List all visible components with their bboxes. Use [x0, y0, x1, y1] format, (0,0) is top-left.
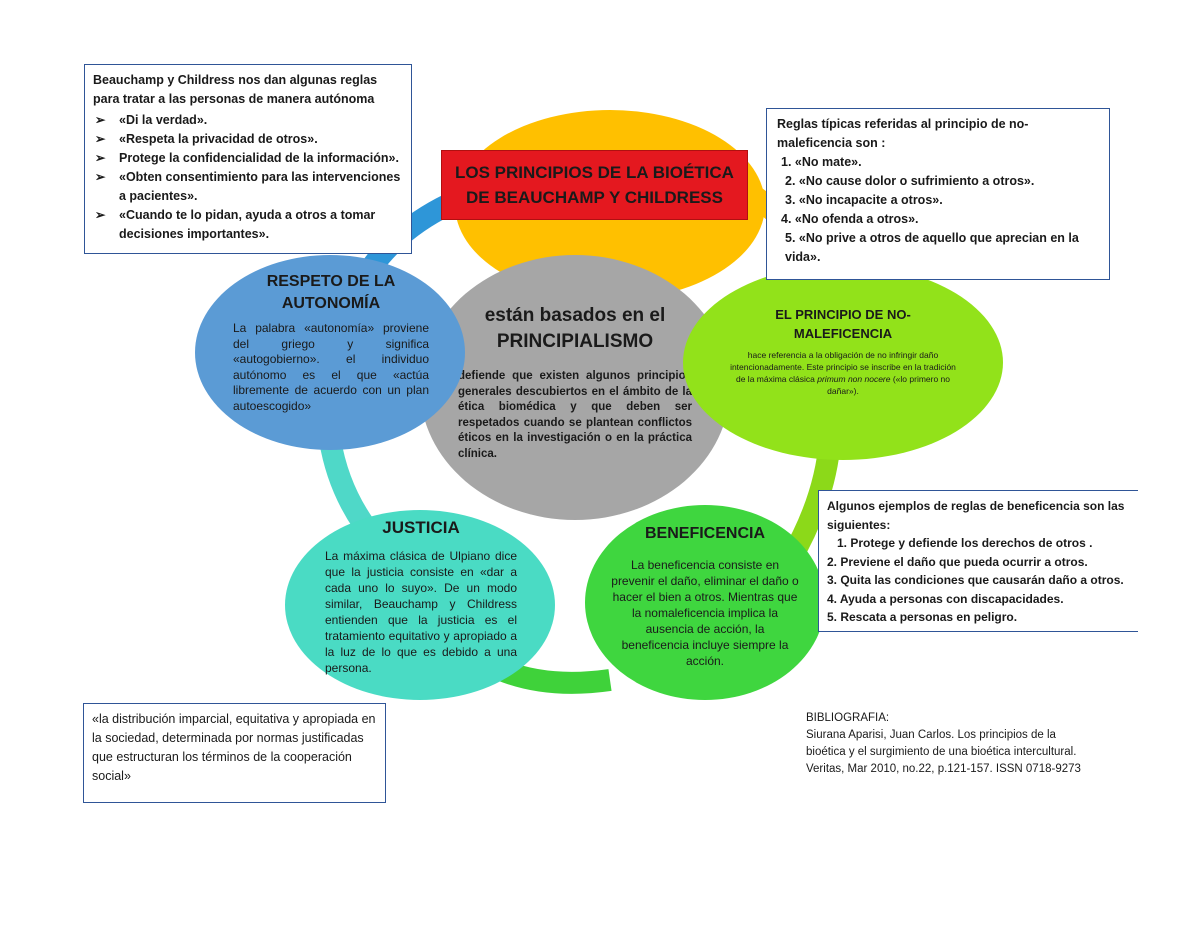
no-maleficencia-body-italic: primum non nocere	[817, 374, 891, 384]
list-item: 2. Previene el daño que pueda ocurrir a …	[827, 554, 1088, 569]
no-maleficencia-rules-box: Reglas típicas referidas al principio de…	[766, 108, 1110, 280]
no-maleficencia-body: hace referencia a la obligación de no in…	[727, 349, 959, 397]
autonomia-body: La palabra «autonomía» proviene del grie…	[233, 321, 429, 413]
list-item: 2. «No cause dolor o sufrimiento a otros…	[785, 174, 1035, 188]
list-item: 5. Rescata a personas en peligro.	[827, 610, 1018, 624]
list-item: ➢«Respeta la privacidad de otros».	[93, 130, 403, 149]
bibliography: BIBLIOGRAFIA: Siurana Aparisi, Juan Carl…	[806, 710, 1096, 778]
no-maleficencia-heading-2: MALEFICENCIA	[793, 326, 893, 341]
bullet-arrow-icon: ➢	[95, 170, 106, 184]
beneficencia-body: La beneficencia consiste en prevenir el …	[611, 558, 799, 668]
bullet-arrow-icon: ➢	[95, 113, 106, 127]
bibliography-heading: BIBLIOGRAFIA:	[806, 712, 890, 724]
no-maleficencia-ellipse: EL PRINCIPIO DE NO- MALEFICENCIA hace re…	[683, 265, 1003, 460]
list-item: 1. «No mate».	[781, 155, 862, 169]
autonomia-rules-box: Beauchamp y Childress nos dan algunas re…	[84, 64, 412, 254]
center-circle: están basados en el PRINCIPIALISMO defie…	[420, 255, 730, 520]
justicia-quote-box: «la distribución imparcial, equitativa y…	[83, 703, 386, 803]
list-item: 1. Protege y defiende los derechos de ot…	[837, 536, 1093, 550]
bullet-arrow-icon: ➢	[95, 208, 106, 222]
list-item: 4. «No ofenda a otros».	[781, 212, 919, 226]
no-maleficencia-body-post: («lo primero no dañar»).	[827, 374, 951, 396]
list-item: ➢Protege la confidencialidad de la infor…	[93, 149, 403, 168]
title-line-1: LOS PRINCIPIOS DE LA BIOÉTICA	[455, 163, 734, 182]
autonomia-rules-intro: Beauchamp y Childress nos dan algunas re…	[93, 73, 378, 106]
list-item: ➢«Obten consentimiento para las interven…	[95, 170, 401, 203]
beneficencia-rules-intro: Algunos ejemplos de reglas de beneficenc…	[827, 499, 1125, 532]
list-item: 3. Quita las condiciones que causarán da…	[827, 573, 1124, 587]
autonomia-heading-2: AUTONOMÍA	[281, 295, 381, 312]
list-item: 3. «No incapacite a otros».	[785, 193, 943, 207]
title-line-2: DE BEAUCHAMP Y CHILDRESS	[466, 188, 723, 207]
beneficencia-ellipse: BENEFICENCIA La beneficencia consiste en…	[585, 505, 825, 700]
center-body: defiende que existen algunos principios …	[458, 370, 692, 460]
no-maleficencia-heading-1: EL PRINCIPIO DE NO-	[775, 307, 911, 322]
list-item: ➢«Cuando te lo pidan, ayuda a otros a to…	[95, 208, 376, 241]
justicia-body: La máxima clásica de Ulpiano dice que la…	[325, 549, 517, 675]
beneficencia-rules-box: Algunos ejemplos de reglas de beneficenc…	[818, 490, 1138, 632]
list-item: 5. «No prive a otros de aquello que apre…	[785, 231, 1079, 264]
center-heading-2: PRINCIPIALISMO	[496, 331, 654, 352]
bullet-arrow-icon: ➢	[95, 151, 106, 165]
list-item: ➢«Di la verdad».	[93, 111, 403, 130]
justicia-ellipse: JUSTICIA La máxima clásica de Ulpiano di…	[285, 510, 555, 700]
no-maleficencia-rules-intro: Reglas típicas referidas al principio de…	[777, 117, 1029, 150]
bibliography-text: Siurana Aparisi, Juan Carlos. Los princi…	[806, 729, 1081, 775]
autonomia-ellipse: RESPETO DE LA AUTONOMÍA La palabra «auto…	[195, 255, 465, 450]
no-maleficencia-body-pre: hace referencia a la obligación de no in…	[730, 350, 956, 384]
center-heading-1: están basados en el	[484, 305, 666, 326]
page-title: LOS PRINCIPIOS DE LA BIOÉTICA DE BEAUCHA…	[441, 150, 748, 220]
list-item: 4. Ayuda a personas con discapacidades.	[827, 591, 1064, 606]
bullet-arrow-icon: ➢	[95, 132, 106, 146]
justicia-heading: JUSTICIA	[382, 518, 460, 537]
justicia-quote: «la distribución imparcial, equitativa y…	[92, 712, 376, 783]
autonomia-heading-1: RESPETO DE LA	[266, 273, 396, 290]
beneficencia-heading: BENEFICENCIA	[644, 525, 765, 542]
